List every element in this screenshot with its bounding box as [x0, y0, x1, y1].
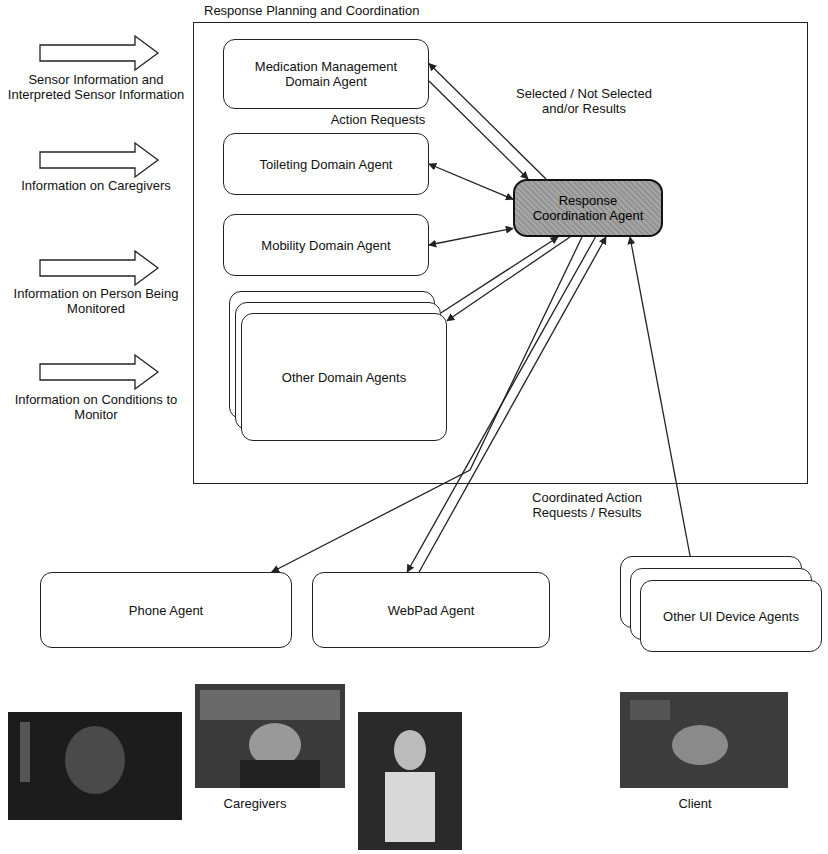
- connector-arrow: [429, 64, 546, 180]
- node-label: Medication Management Domain Agent: [232, 59, 420, 89]
- photo-detail: [200, 690, 340, 720]
- caregiver-photo: [8, 712, 182, 820]
- caregiver-photo: [195, 684, 345, 788]
- node-label-wrap: Toileting Domain Agent: [224, 134, 428, 194]
- node-label: WebPad Agent: [388, 603, 475, 618]
- agent-box: Toileting Domain Agent: [223, 133, 429, 195]
- edge-label: Coordinated Action Requests / Results: [522, 490, 652, 520]
- connector-arrow: [630, 237, 695, 580]
- node-label-wrap: Other Domain Agents: [242, 314, 446, 440]
- input-label: Information on Person Being Monitored: [4, 286, 188, 316]
- photo-detail: [630, 700, 670, 720]
- photo-caption: Client: [640, 796, 750, 811]
- coordinator-box: Response Coordination Agent: [513, 179, 663, 237]
- agent-stack-box: Other Domain Agents: [241, 313, 447, 441]
- edge-label: Action Requests: [328, 112, 428, 127]
- client-photo: [620, 692, 788, 788]
- node-label-wrap: Response Coordination Agent: [515, 181, 661, 235]
- photo-detail: [240, 760, 320, 788]
- photo-detail: [20, 722, 30, 782]
- block-arrow: [40, 251, 158, 285]
- block-arrow: [40, 355, 158, 389]
- photo-figure: [394, 730, 426, 770]
- photo-figure: [672, 725, 728, 765]
- node-label: Toileting Domain Agent: [260, 157, 393, 172]
- connector-arrow: [441, 237, 558, 313]
- node-label-wrap: Medication Management Domain Agent: [224, 40, 428, 108]
- node-label: Other UI Device Agents: [663, 609, 799, 624]
- agent-stack-box: Other UI Device Agents: [640, 580, 822, 652]
- connector-arrow: [429, 228, 513, 245]
- block-arrow: [40, 143, 158, 177]
- photo: [620, 692, 788, 788]
- photo: [8, 712, 182, 820]
- photo: [195, 684, 345, 788]
- input-label: Information on Conditions to Monitor: [4, 392, 188, 422]
- photo: [358, 712, 462, 850]
- node-label-wrap: WebPad Agent: [313, 573, 549, 647]
- agent-box: WebPad Agent: [312, 572, 550, 648]
- edge-label: Selected / Not Selected and/or Results: [498, 86, 670, 116]
- region-heading: Response Planning and Coordination: [204, 3, 419, 18]
- node-label-wrap: Mobility Domain Agent: [224, 215, 428, 275]
- node-label-wrap: Other UI Device Agents: [641, 581, 821, 651]
- photo-caption: Caregivers: [200, 796, 310, 811]
- agent-box: Medication Management Domain Agent: [223, 39, 429, 109]
- caregiver-photo: [358, 712, 462, 850]
- block-arrow: [40, 36, 158, 70]
- node-label: Phone Agent: [129, 603, 203, 618]
- node-label: Other Domain Agents: [282, 370, 406, 385]
- connector-arrow: [419, 237, 606, 572]
- photo-figure: [65, 726, 125, 794]
- node-label: Mobility Domain Agent: [261, 238, 390, 253]
- agent-box: Phone Agent: [40, 572, 292, 648]
- connector-arrow: [429, 164, 513, 199]
- connector-arrow: [447, 237, 570, 321]
- node-label-wrap: Phone Agent: [41, 573, 291, 647]
- node-label: Response Coordination Agent: [523, 193, 653, 223]
- input-label: Information on Caregivers: [4, 178, 188, 193]
- agent-box: Mobility Domain Agent: [223, 214, 429, 276]
- photo-figure: [385, 772, 435, 842]
- input-label: Sensor Information and Interpreted Senso…: [4, 72, 188, 102]
